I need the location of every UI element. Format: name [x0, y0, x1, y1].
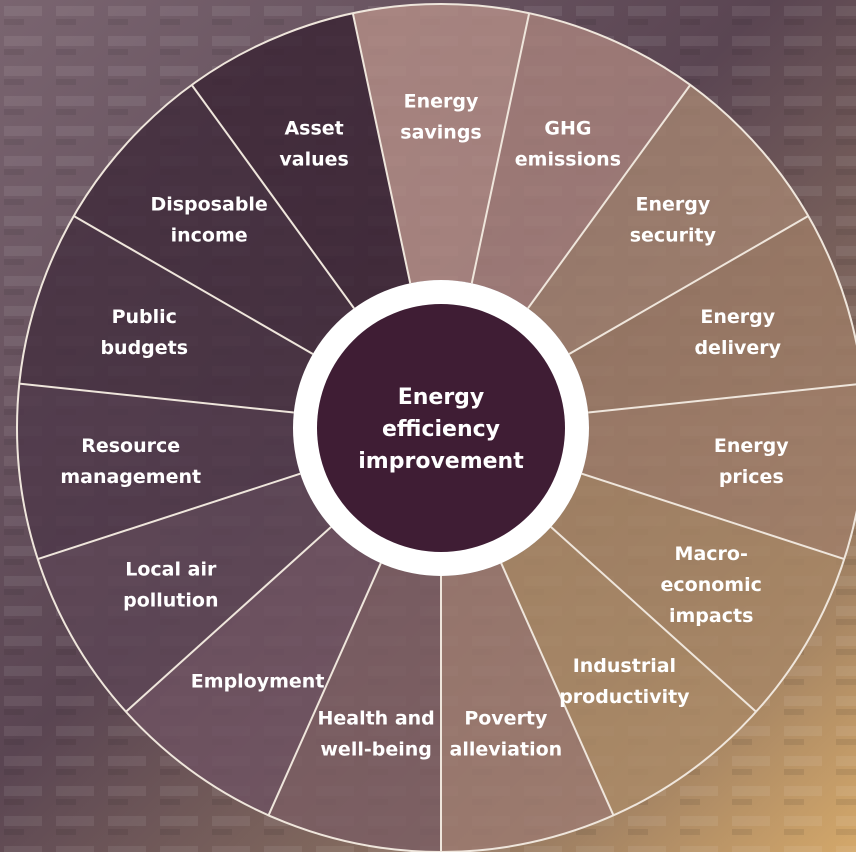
segment-label-line: impacts [669, 605, 753, 627]
segment-divider [568, 215, 809, 355]
segment-label-line: prices [719, 466, 784, 488]
segment-energy-delivery [569, 216, 856, 413]
segment-divider [470, 13, 531, 284]
segment-label-poverty-alleviation: Poverty alleviation [450, 708, 563, 761]
segment-label-line: Resource [81, 435, 180, 457]
center-label: Energy efficiency improvement [358, 385, 524, 474]
segment-label-line: income [171, 225, 248, 247]
segment-health-and-well-being [268, 563, 441, 852]
segment-label-line: emissions [515, 148, 621, 170]
segment-divider [37, 472, 301, 560]
segment-label-energy-delivery: Energy delivery [694, 306, 781, 359]
center-label-line: improvement [358, 449, 524, 474]
segment-label-health-and-well-being: Health and well-being [317, 708, 434, 761]
segment-label-line: economic [661, 574, 762, 596]
segment-label-disposable-income: Disposable income [150, 194, 267, 247]
segment-label-macro-economic-impacts: Macro-economic impacts [661, 543, 762, 627]
segment-label-line: Industrial [573, 655, 676, 677]
segment-dividers [19, 13, 856, 852]
segment-label-industrial-productivity: Industrial productivity [559, 655, 690, 708]
segment-label-line: Macro- [675, 543, 748, 565]
segment-label-line: management [60, 466, 201, 488]
segment-divider [527, 84, 692, 309]
center-label-line: Energy [398, 385, 485, 410]
segment-asset-values [191, 13, 411, 309]
segment-label-line: Public [112, 306, 177, 328]
segment-divider [550, 526, 757, 713]
segment-public-budgets [19, 216, 313, 413]
segment-label-energy-savings: Energy savings [400, 91, 481, 144]
segment-label-line: GHG [544, 117, 591, 139]
segment-label-line: Energy [635, 194, 710, 216]
segment-label-line: Energy [700, 306, 775, 328]
segment-label-line: Asset [284, 117, 343, 139]
segment-energy-security [527, 84, 809, 354]
segment-divider [19, 382, 294, 414]
segment-label-public-budgets: Public budgets [100, 306, 188, 359]
outer-rim [16, 3, 856, 852]
segment-disposable-income [73, 84, 355, 354]
segment-employment [125, 527, 381, 816]
segment-label-asset-values: Asset values [279, 117, 348, 170]
segment-divider [125, 526, 332, 713]
segment-energy-savings [352, 4, 530, 284]
segment-divider [581, 472, 845, 560]
segment-label-line: Energy [714, 435, 789, 457]
segment-label-line: Poverty [464, 708, 548, 730]
center-hub [317, 304, 565, 552]
segment-local-air-pollution [37, 473, 332, 712]
segment-macro-economic-impacts [550, 473, 845, 712]
segment-label-line: Employment [191, 670, 325, 692]
segment-label-employment: Employment [191, 670, 325, 692]
segment-label-line: well-being [320, 739, 431, 761]
segment-label-ghg-emissions: GHG emissions [515, 117, 621, 170]
segment-label-line: delivery [694, 337, 781, 359]
segment-divider [73, 215, 314, 355]
segment-divider [267, 562, 382, 816]
segment-industrial-productivity [501, 527, 757, 816]
segment-label-line: Local air [125, 559, 217, 581]
segment-label-line: alleviation [450, 739, 563, 761]
outcome-segments [16, 4, 856, 852]
segment-label-resource-management: Resource management [60, 435, 201, 488]
segment-ghg-emissions [471, 13, 691, 309]
segment-label-energy-prices: Energy prices [714, 435, 789, 488]
segment-label-line: Energy [404, 91, 479, 113]
segment-label-energy-security: Energy security [630, 194, 717, 247]
segment-divider [500, 562, 615, 816]
segment-label-local-air-pollution: Local air pollution [123, 559, 218, 612]
segment-label-line: values [279, 148, 348, 170]
segment-label-line: Health and [317, 708, 434, 730]
segment-energy-prices [581, 384, 856, 560]
segment-label-line: savings [400, 122, 481, 144]
segment-label-line: security [630, 225, 717, 247]
segment-resource-management [16, 383, 301, 560]
segment-label-line: budgets [100, 337, 188, 359]
segment-divider [190, 84, 355, 309]
segment-divider [351, 13, 412, 284]
segment-label-line: pollution [123, 590, 218, 612]
segment-label-line: productivity [559, 686, 690, 708]
segment-divider [588, 383, 856, 414]
segment-poverty-alleviation [441, 563, 614, 852]
center-label-line: efficiency [382, 417, 500, 442]
segment-label-line: Disposable [150, 194, 267, 216]
